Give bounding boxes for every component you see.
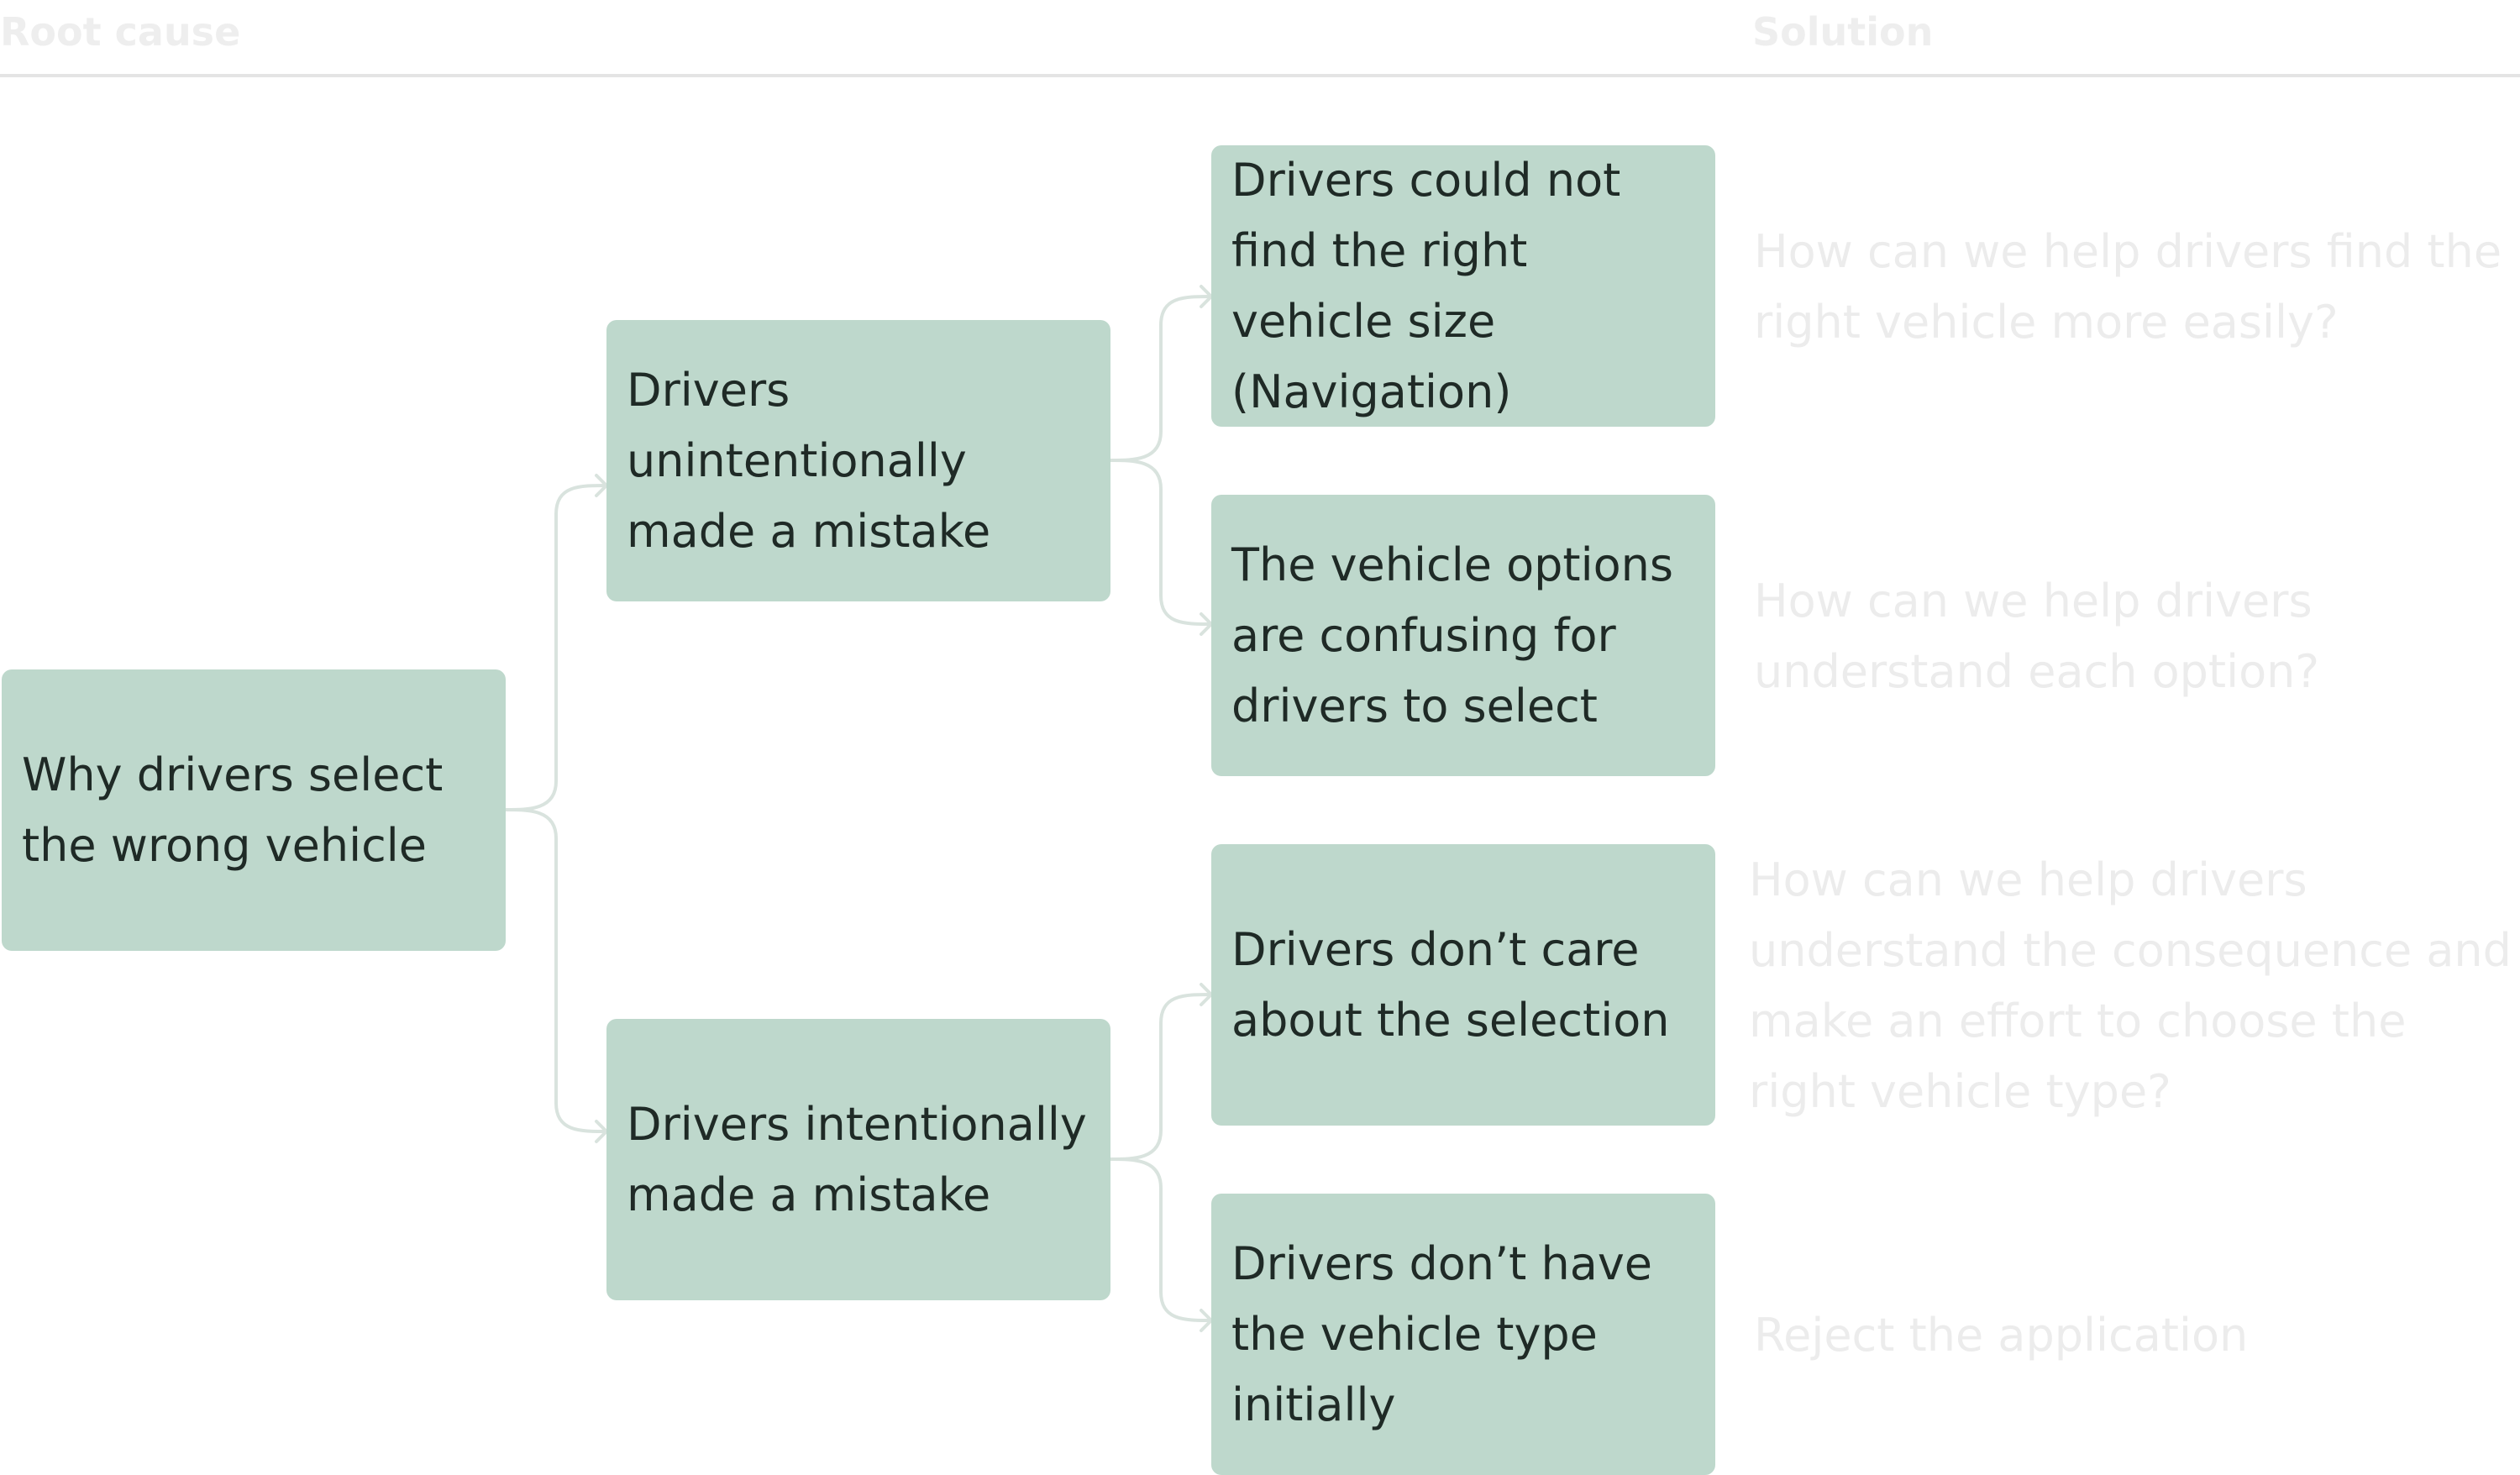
solution-text-navigation: How can we help drivers find the right v… [1754, 225, 2502, 349]
connector-root-to-intentional [504, 808, 608, 1133]
subcause-node-confusing-options: The vehicle options are confusing for dr… [1211, 495, 1715, 776]
subcause-node-navigation: Drivers could not find the right vehicle… [1211, 145, 1715, 427]
subcause-text-navigation: Drivers could not find the right vehicle… [1231, 153, 1621, 418]
subcause-node-no-vehicle: Drivers don’t have the vehicle type init… [1211, 1194, 1715, 1475]
root-cause-header: Root cause [0, 9, 241, 55]
solution-text-consequence: How can we help drivers understand the c… [1749, 853, 2512, 1118]
subcause-text-no-vehicle: Drivers don’t have the vehicle type init… [1231, 1236, 1653, 1431]
cause-node-unintentional: Drivers unintentionally made a mistake [606, 320, 1110, 601]
connector-intentional-to-no-vehicle [1109, 1157, 1213, 1322]
subcause-node-dont-care: Drivers don’t care about the selection [1211, 844, 1715, 1126]
subcause-text-confusing-options: The vehicle options are confusing for dr… [1231, 538, 1673, 732]
cause-node-intentional: Drivers intentionally made a mistake [606, 1019, 1110, 1300]
cause-text-intentional: Drivers intentionally made a mistake [627, 1097, 1087, 1221]
solution-text-options: How can we help drivers understand each … [1754, 575, 2320, 698]
connector-intentional-to-dont-care [1109, 993, 1213, 1161]
root-question-node: Why drivers select the wrong vehicle [2, 669, 506, 951]
header-divider [0, 74, 2520, 77]
solution-text-reject: Reject the application [1754, 1309, 2249, 1362]
connector-root-to-unintentional [504, 484, 608, 811]
connector-unintentional-to-navigation [1109, 295, 1213, 462]
cause-text-unintentional: Drivers unintentionally made a mistake [627, 363, 991, 558]
solution-header: Solution [1752, 9, 1934, 55]
root-question-text: Why drivers select the wrong vehicle [22, 748, 444, 872]
connector-unintentional-to-confusing [1109, 459, 1213, 626]
subcause-text-dont-care: Drivers don’t care about the selection [1231, 922, 1670, 1047]
